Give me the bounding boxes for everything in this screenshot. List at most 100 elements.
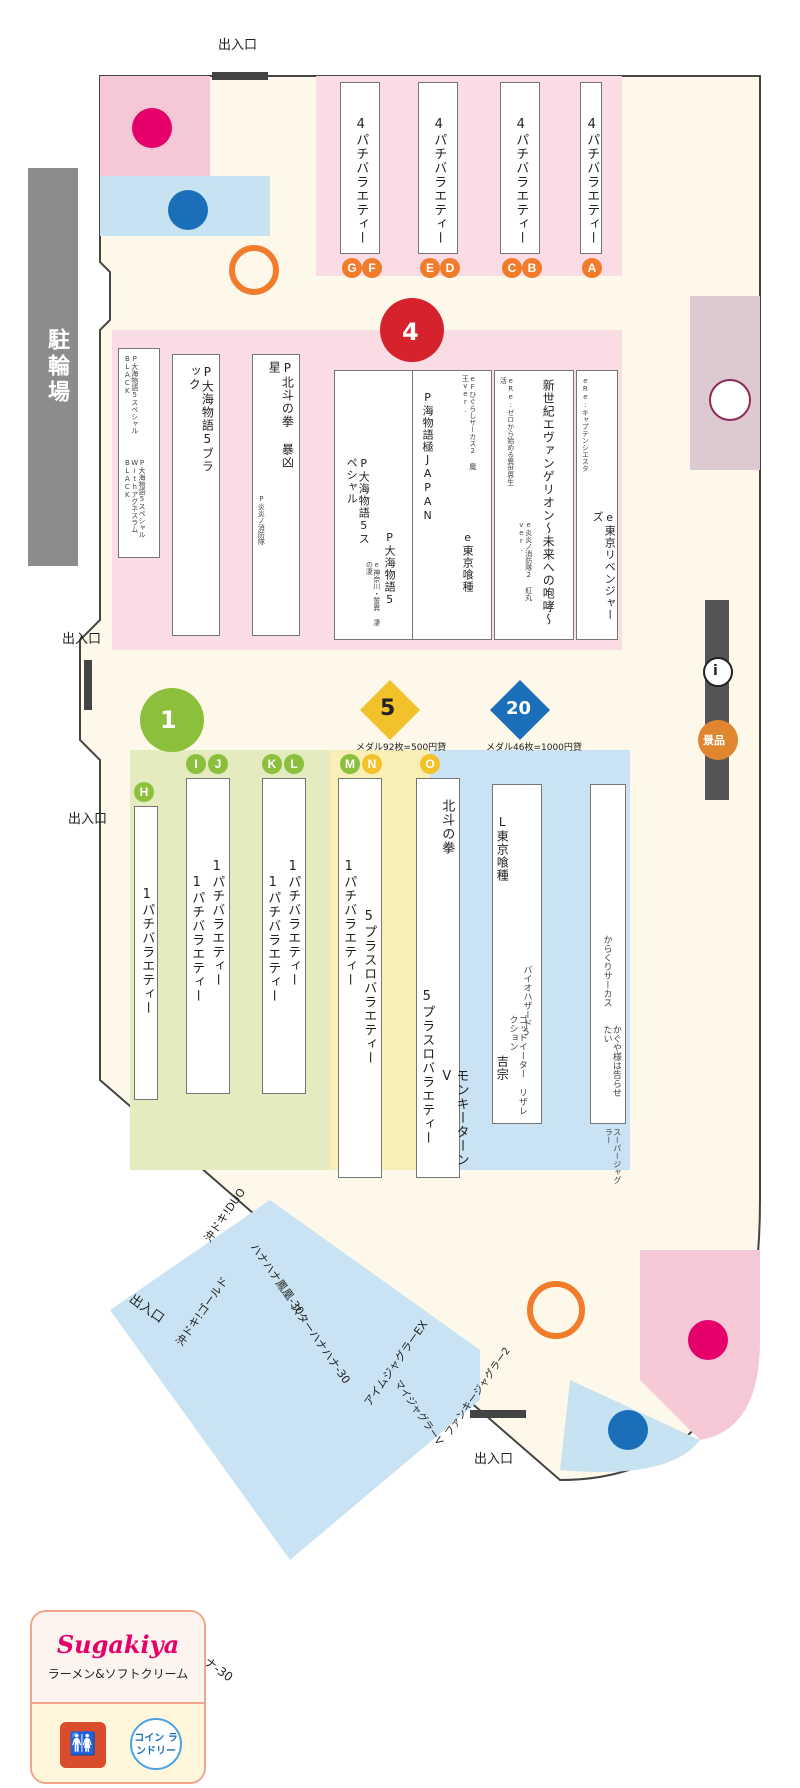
- badge-I: I: [186, 754, 206, 774]
- twenty-slot-row-a[interactable]: L東京喰種 バイオハザード5 吉宗 ゴッドイーター リザレクション: [492, 784, 542, 1124]
- smoking-area-icon: [229, 245, 279, 295]
- wine-icon: [709, 379, 751, 421]
- row-label: 1パチバラエティー: [209, 859, 225, 987]
- five-slot-logo: [360, 680, 420, 740]
- badge-H: H: [134, 782, 154, 802]
- entrance-label-bottom: 出入口: [474, 1452, 514, 1467]
- machine-title: eFひぐらしサーカス2 魔王ver.: [461, 375, 477, 470]
- four-pachi-row-a[interactable]: 4パチバラエティー: [580, 82, 602, 254]
- machine-title: 新世紀エヴァンゲリオン〜未来への咆哮〜: [541, 379, 556, 626]
- restroom-icon: 🚻: [60, 1722, 106, 1768]
- men-icon-2: [608, 1410, 648, 1450]
- twenty-slot-logo-num: 20: [506, 698, 532, 719]
- badge-E: E: [420, 258, 440, 278]
- badge-A: A: [582, 258, 602, 278]
- entrance-left[interactable]: [84, 660, 92, 710]
- parking-label: 駐輪場: [44, 328, 69, 406]
- prize-icon[interactable]: [698, 720, 738, 760]
- coin-laundry-icon: コイン ランドリー: [130, 1718, 182, 1770]
- machine-title: からくりサーカス: [601, 935, 612, 1007]
- machine-title: 北斗の拳: [439, 799, 455, 855]
- info-icon[interactable]: [703, 657, 733, 687]
- four-pachi-logo-num: 4: [402, 318, 419, 346]
- machine-title: P海物語極JAPAN: [421, 391, 435, 523]
- badge-L: L: [284, 754, 304, 774]
- machine-title: P大海物語5スペシャル WithアグネスラムBLACK: [123, 459, 147, 538]
- row-label: 1パチバラエティー: [341, 859, 357, 987]
- entrance-label-top: 出入口: [218, 38, 258, 53]
- machine-col1[interactable]: P大海物語5ブラック: [172, 354, 220, 636]
- women-icon: [132, 108, 172, 148]
- diagonal-slot-area: [110, 1200, 480, 1560]
- machine-title: P大海物語5ブラック: [187, 365, 215, 473]
- machine-title: e東京リベンジャーズ: [591, 511, 617, 621]
- machine-title: e神奈川・誓異 凄の凄: [365, 561, 381, 626]
- five-slot-sub: メダル92枚=500円貸: [356, 743, 447, 753]
- info-label: i: [713, 663, 718, 679]
- machine-title: P大海物語5スペシャルBLACK: [123, 355, 139, 434]
- one-pachi-row-ij[interactable]: 1パチバラエティー 1パチバラエティー: [186, 778, 230, 1094]
- legend-box: Sugakiya ラーメン&ソフトクリーム 🚻 コイン ランドリー: [30, 1610, 206, 1784]
- badge-M: M: [340, 754, 360, 774]
- four-pachi-row-e-d[interactable]: 4パチバラエティー: [418, 82, 458, 254]
- machine-title: ゴッドイーター リザレクション: [507, 1015, 527, 1115]
- badge-K: K: [262, 754, 282, 774]
- machine-title: L東京喰種: [495, 815, 510, 882]
- smoking-area-icon-2: [527, 1281, 585, 1339]
- bicycle-parking: 駐輪場: [28, 168, 78, 566]
- prize-counter: [705, 600, 729, 800]
- four-pachi-row-c-b[interactable]: 4パチバラエティー: [500, 82, 540, 254]
- machine-col1-left[interactable]: P大海物語5スペシャルBLACK P大海物語5スペシャル WithアグネスラムB…: [118, 348, 160, 558]
- machine-title: P大海物語5スペシャル: [345, 457, 371, 545]
- badge-J: J: [208, 754, 228, 774]
- badge-O: O: [420, 754, 440, 774]
- machine-col4[interactable]: P海物語極JAPAN eFひぐらしサーカス2 魔王ver. e東京喰種: [412, 370, 492, 640]
- machine-title: e東京喰種: [461, 531, 475, 593]
- row-label: 4パチバラエティー: [353, 117, 369, 245]
- one-pachi-logo-num: 1: [160, 706, 177, 734]
- machine-title: eRe:キャプテンシエスタ: [581, 377, 590, 472]
- machine-title: モンキーターンV: [439, 1069, 469, 1167]
- one-pachi-logo: [140, 688, 204, 752]
- machine-title: P北斗の拳 暴凶星: [267, 361, 295, 469]
- badge-D: D: [440, 258, 460, 278]
- twenty-slot-sub: メダル46枚=1000円貸: [486, 743, 582, 753]
- one-pachi-row-kl[interactable]: 1パチバラエティー 1パチバラエティー: [262, 778, 306, 1094]
- badge-C: C: [502, 258, 522, 278]
- machine-col6[interactable]: eRe:キャプテンシエスタ e東京リベンジャーズ: [576, 370, 618, 640]
- prize-label: 景品: [703, 734, 725, 747]
- badge-B: B: [522, 258, 542, 278]
- twenty-slot-row-b[interactable]: からくりサーカス かぐや様は告らせたい: [590, 784, 626, 1124]
- five-slot-row-mn[interactable]: 1パチバラエティー 5プラスロバラエティー: [338, 778, 382, 1178]
- five-slot-row-o[interactable]: 5プラスロバラエティー 北斗の拳 モンキーターンV: [416, 778, 469, 1178]
- row-label: 1パチバラエティー: [139, 887, 155, 1015]
- four-pachi-row-g-f[interactable]: 4パチバラエティー: [340, 82, 380, 254]
- entrance-bottom[interactable]: [470, 1410, 526, 1418]
- five-slot-logo-num: 5: [380, 696, 396, 721]
- one-pachi-row-h[interactable]: 1パチバラエティー: [134, 806, 158, 1100]
- brand-sub: ラーメン&ソフトクリーム: [47, 1667, 189, 1681]
- twenty-slot-logo: [490, 680, 550, 740]
- machine-title: P大海物語5: [383, 531, 397, 607]
- row-label: 5プラスロバラエティー: [361, 909, 377, 1065]
- men-icon: [168, 190, 208, 230]
- badge-N: N: [362, 754, 382, 774]
- row-label: 1パチバラエティー: [265, 875, 281, 1003]
- machine-title: eRe:ゼロから始める異世界生活: [499, 377, 515, 486]
- row-label: 1パチバラエティー: [189, 875, 205, 1003]
- row-label: 4パチバラエティー: [584, 117, 600, 245]
- four-pachi-logo: [380, 298, 444, 362]
- row-label: 5プラスロバラエティー: [419, 989, 435, 1145]
- brand-name: Sugakiya: [56, 1630, 180, 1659]
- entrance-label-left-2: 出入口: [68, 812, 108, 827]
- entrance-top[interactable]: [212, 72, 268, 80]
- badge-G: G: [342, 258, 362, 278]
- women-icon-2: [688, 1320, 728, 1360]
- machine-col3[interactable]: P大海物語5スペシャル P大海物語5 e神奈川・誓異 凄の凄: [334, 370, 414, 640]
- machine-col2[interactable]: P北斗の拳 暴凶星 P炎炎ノ消防隊: [252, 354, 300, 636]
- machine-col5[interactable]: 新世紀エヴァンゲリオン〜未来への咆哮〜 eRe:ゼロから始める異世界生活 e炎炎…: [494, 370, 574, 640]
- row-label: 4パチバラエティー: [513, 117, 529, 245]
- machine-title: かぐや様は告らせたい: [601, 1025, 621, 1097]
- machine-title: e炎炎ノ消防隊2 紅丸ver.: [517, 521, 533, 601]
